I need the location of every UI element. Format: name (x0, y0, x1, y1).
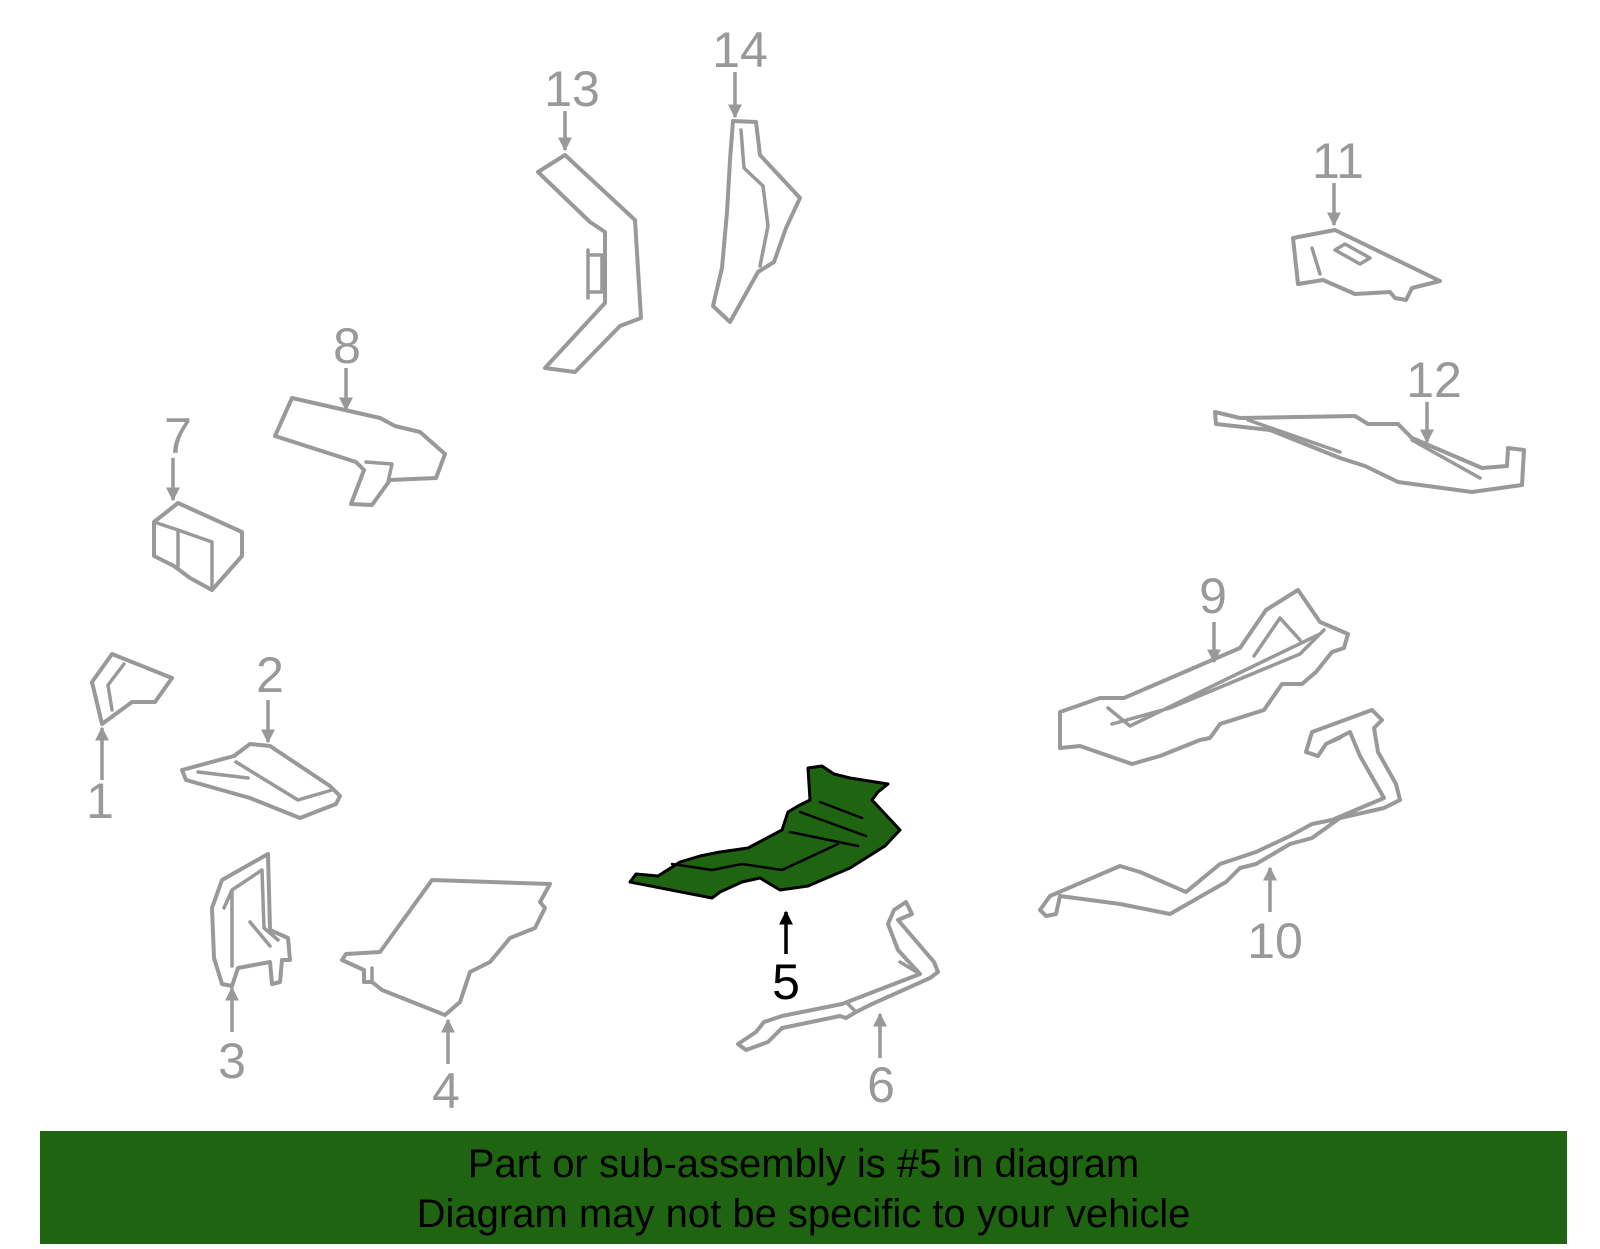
part-2[interactable] (180, 742, 342, 820)
part-11[interactable] (1291, 228, 1442, 302)
part-5[interactable] (628, 764, 902, 900)
svg-text:6: 6 (867, 1057, 895, 1113)
callout-6: 6 (867, 1012, 895, 1113)
svg-text:9: 9 (1199, 568, 1227, 624)
callout-10: 10 (1247, 866, 1303, 969)
callout-8: 8 (333, 318, 361, 412)
svg-text:8: 8 (333, 318, 361, 374)
svg-text:4: 4 (432, 1063, 460, 1119)
part-6[interactable] (736, 900, 940, 1052)
banner-line-2: Diagram may not be specific to your vehi… (416, 1192, 1191, 1236)
part-12[interactable] (1213, 410, 1526, 494)
part-10[interactable] (1038, 708, 1402, 918)
part-3[interactable] (210, 852, 292, 988)
callout-1: 1 (86, 726, 114, 829)
part-1[interactable] (90, 652, 174, 726)
svg-text:1: 1 (86, 773, 114, 829)
callout-2: 2 (256, 647, 284, 744)
callout-13: 13 (544, 61, 600, 152)
callout-12: 12 (1406, 352, 1462, 444)
part-7[interactable] (152, 501, 244, 592)
svg-text:13: 13 (544, 61, 600, 117)
callout-14: 14 (712, 22, 768, 119)
callout-11: 11 (1312, 133, 1364, 227)
callout-3: 3 (218, 986, 246, 1089)
callout-9: 9 (1199, 568, 1227, 664)
svg-text:3: 3 (218, 1033, 246, 1089)
svg-text:5: 5 (772, 954, 800, 1010)
svg-text:10: 10 (1247, 913, 1303, 969)
banner-line-1: Part or sub-assembly is #5 in diagram (467, 1142, 1140, 1186)
svg-text:12: 12 (1406, 352, 1462, 408)
svg-text:14: 14 (712, 22, 768, 78)
part-4[interactable] (340, 878, 552, 1017)
svg-text:11: 11 (1312, 133, 1364, 189)
info-banner: Part or sub-assembly is #5 in diagram Di… (40, 1131, 1567, 1244)
callout-7: 7 (164, 408, 192, 502)
part-9[interactable] (1058, 588, 1350, 766)
svg-text:2: 2 (256, 647, 284, 703)
part-14[interactable] (711, 119, 802, 324)
callout-4: 4 (432, 1018, 460, 1119)
part-8[interactable] (273, 396, 447, 507)
part-13[interactable] (536, 153, 643, 374)
svg-text:7: 7 (164, 408, 192, 464)
callout-5: 5 (772, 910, 800, 1010)
